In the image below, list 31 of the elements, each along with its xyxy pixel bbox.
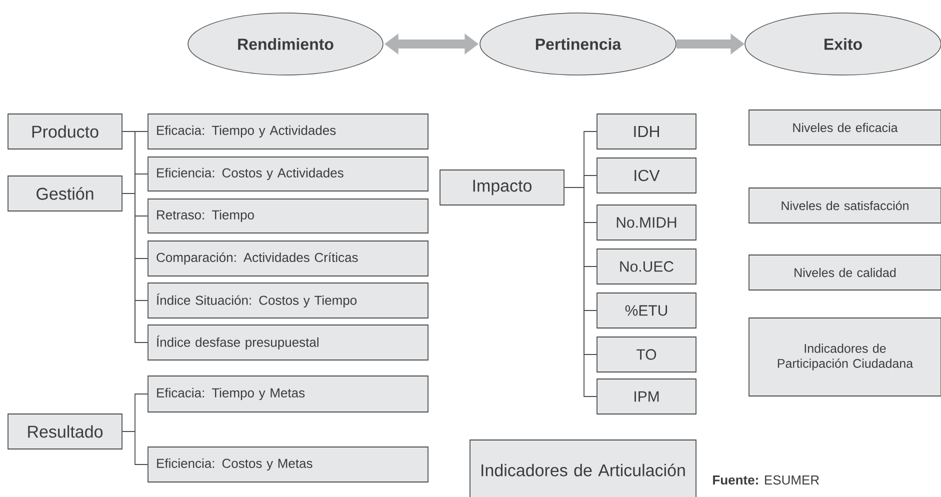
indicator-box: TO	[596, 336, 696, 372]
indicator-box: Eficacia: Tiempo y Metas	[148, 376, 428, 412]
indicator-box: Gestión	[8, 176, 122, 212]
ellipse-node: Exito	[744, 12, 941, 76]
indicator-box: No.UEC	[596, 248, 696, 284]
indicator-box: Retraso: Tiempo	[148, 198, 428, 234]
indicator-box: Niveles de satisfacción	[748, 188, 941, 224]
indicator-box: Impacto	[440, 170, 564, 206]
source-note: Fuente: ESUMER	[713, 475, 819, 485]
indicator-box: Niveles de eficacia	[748, 110, 941, 146]
indicator-box: Eficacia: Tiempo y Actividades	[148, 114, 428, 150]
ellipse-node: Rendimiento	[188, 12, 384, 76]
indicator-box: Indicadores de Articulación	[470, 440, 696, 497]
indicator-box: Eficiencia: Costos y Actividades	[148, 156, 428, 192]
indicator-box: Índice desfase presupuestal	[148, 324, 428, 360]
indicator-box: Resultado	[8, 414, 122, 450]
indicator-box: Eficiencia: Costos y Metas	[148, 446, 428, 482]
indicator-box: Comparación: Actividades Críticas	[148, 240, 428, 276]
connector	[122, 431, 148, 465]
indicator-box: %ETU	[596, 292, 696, 328]
indicator-box: IDH	[596, 114, 696, 150]
indicator-box: No.MIDH	[596, 204, 696, 240]
indicator-box: Indicadores de Participación Ciudadana	[748, 318, 941, 396]
indicator-box: Niveles de calidad	[748, 254, 941, 290]
indicator-box: Índice Situación: Costos y Tiempo	[148, 282, 428, 318]
indicator-box: IPM	[596, 378, 696, 414]
indicator-box: Producto	[8, 114, 122, 150]
connector	[122, 193, 148, 343]
connector	[564, 187, 597, 397]
ellipse-node: Pertinencia	[480, 12, 676, 76]
indicator-box: ICV	[596, 158, 696, 194]
